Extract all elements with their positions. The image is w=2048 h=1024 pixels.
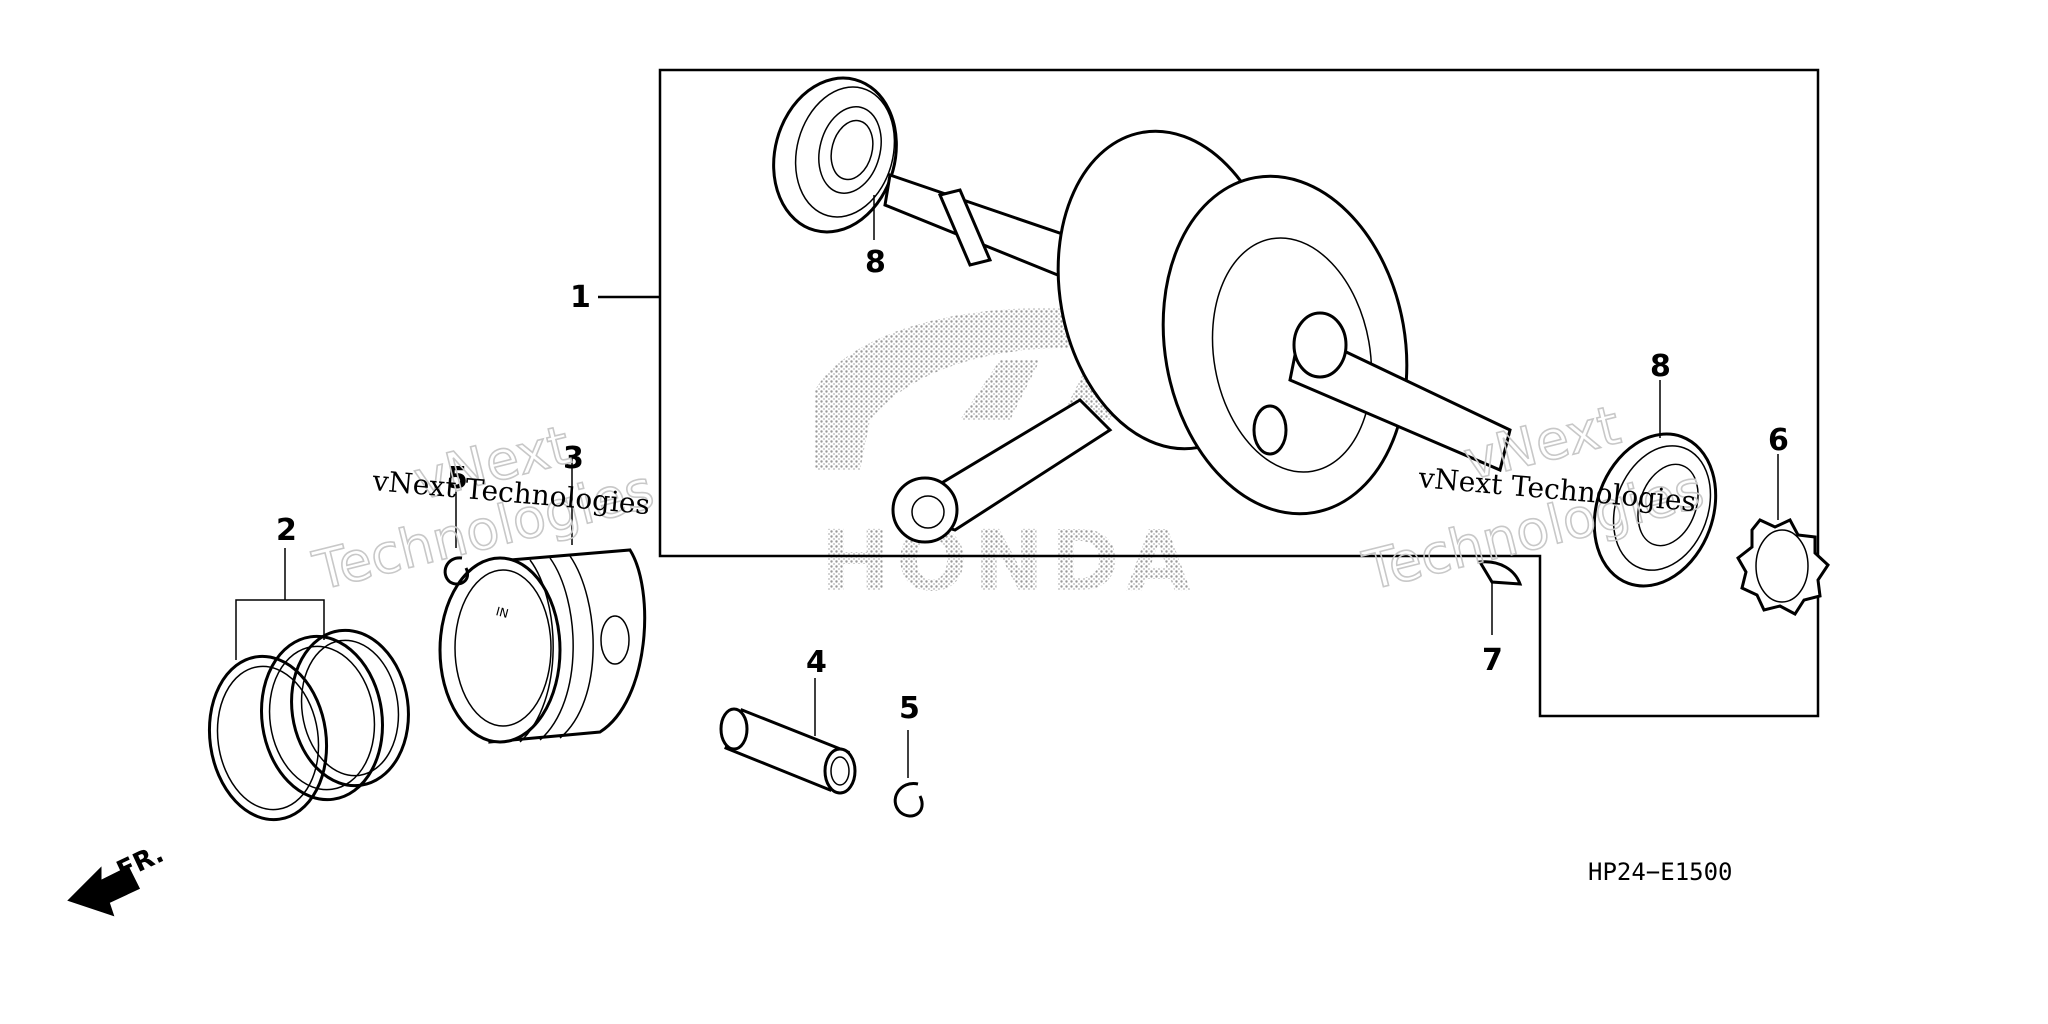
assembly-frame	[658, 68, 1820, 718]
honda-logo-text: HONDA	[820, 512, 1197, 610]
callout-2: 2	[276, 513, 297, 548]
front-arrow: FR.	[67, 839, 169, 917]
callout-3: 3	[563, 441, 584, 476]
callout-5-lower: 5	[899, 691, 920, 726]
sprocket	[1736, 518, 1830, 616]
woodruff-key	[1477, 560, 1523, 586]
piston-in-mark: IN	[494, 604, 510, 621]
callout-1: 1	[570, 280, 591, 315]
piston-pin-clip-upper	[443, 556, 469, 586]
piston-pin-clip-lower	[893, 782, 924, 818]
callout-8-right: 8	[1650, 349, 1671, 384]
piston: IN	[438, 548, 647, 744]
callout-8-left: 8	[865, 245, 886, 280]
bearing-right	[1592, 432, 1718, 588]
callout-5-upper: 5	[447, 461, 468, 496]
leader-line-2-bracket	[235, 599, 325, 660]
bearing-left	[772, 76, 898, 234]
piston-rings	[207, 628, 410, 822]
callout-4: 4	[806, 645, 827, 680]
front-label: FR.	[112, 839, 168, 887]
drawing-code: HP24−E1500	[1588, 858, 1733, 886]
piston-pin	[719, 707, 857, 795]
callout-7: 7	[1482, 643, 1503, 678]
crankshaft	[883, 129, 1512, 544]
callout-6: 6	[1768, 423, 1789, 458]
